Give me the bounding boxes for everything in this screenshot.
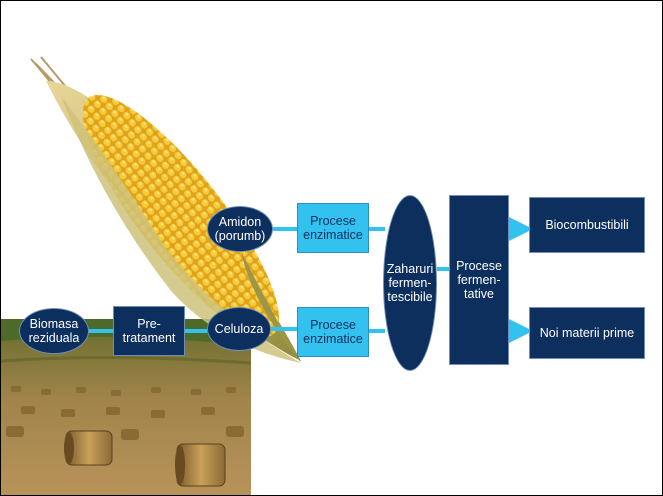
node-amidon: Amidon (porumb) [207,206,273,252]
node-procese-enzimatice-bottom: Procese enzimatice [297,307,369,357]
node-pretratament: Pre- tratament [113,306,185,356]
node-biocombustibili: Biocombustibili [529,197,645,253]
node-noi-materii-prime: Noi materii prime [529,307,645,359]
node-zaharuri: Zaharuri fermen- tescibile [383,195,437,371]
node-procese-enzimatice-top: Procese enzimatice [297,203,369,253]
node-biomasa: Biomasa reziduala [19,308,89,354]
node-procese-fermentative: Procese fermen- tative [449,195,509,365]
node-celuloza: Celuloza [207,307,271,351]
